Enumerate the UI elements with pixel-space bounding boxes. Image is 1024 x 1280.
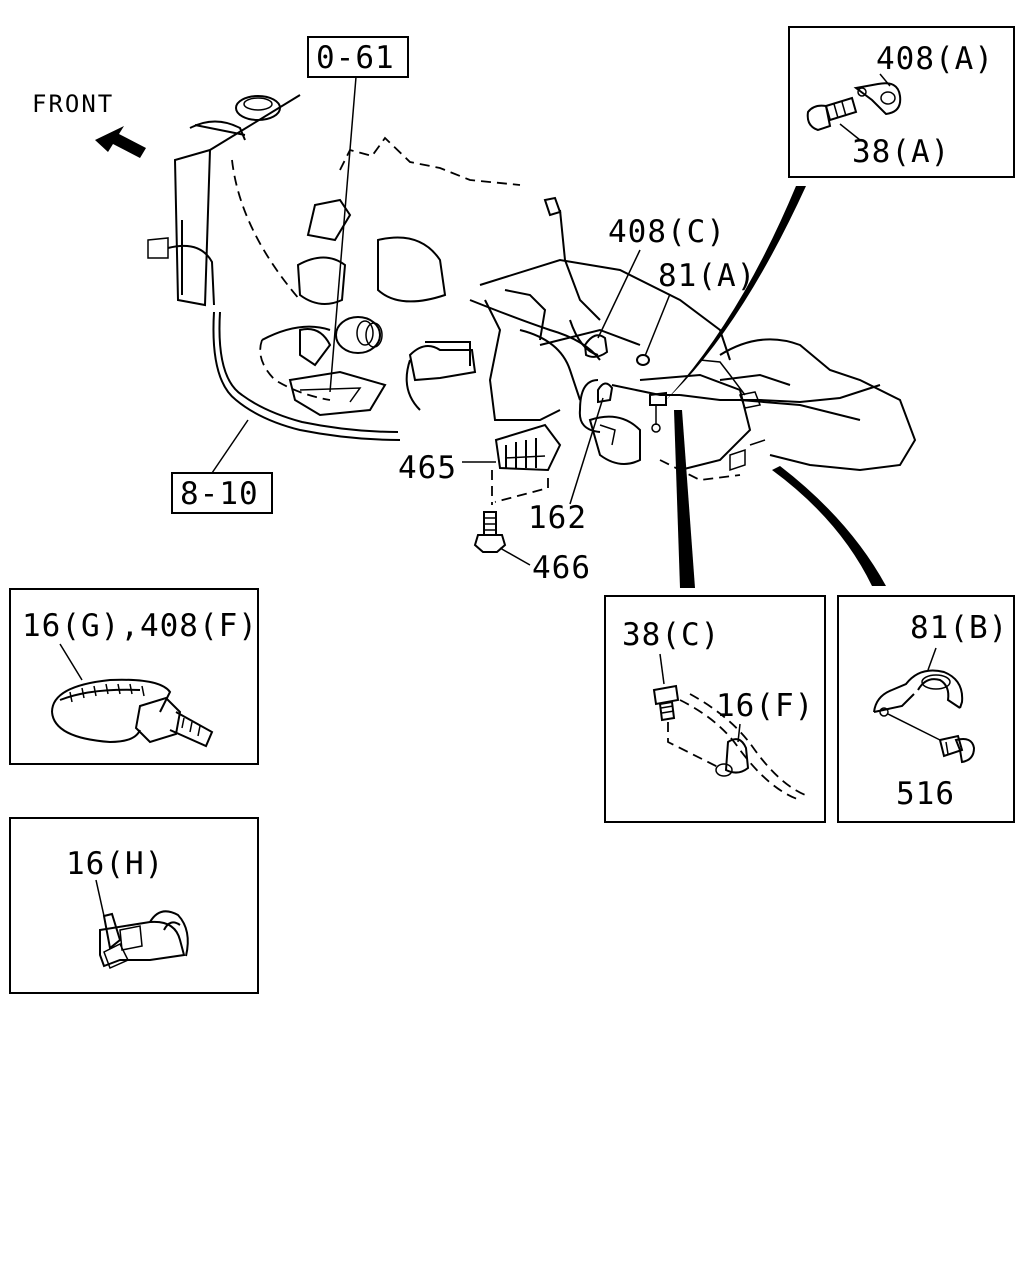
arrow-up-left-icon [95,126,146,158]
label-16f: 16(F) [716,688,814,724]
label-516: 516 [896,776,955,812]
callout-162-text: 162 [528,500,587,536]
callout-465[interactable]: 465 [398,450,457,486]
callout-81a-text: 81(A) [658,258,756,294]
pointer-wedge-bottom-right [772,466,886,586]
reference-8-10-text: 8-10 [180,476,259,512]
reference-box-0-61[interactable]: 0-61 [307,36,409,78]
leader-0-61 [329,76,357,393]
reference-0-61-text: 0-61 [316,40,395,76]
callout-408c[interactable]: 408(C) [608,214,726,250]
callout-466[interactable]: 466 [532,550,591,586]
leader-8-10 [211,419,249,474]
pointer-wedge-top-right [666,186,806,400]
front-indicator: FRONT [32,90,146,158]
callout-466-text: 466 [532,550,591,586]
label-38a: 38(A) [852,134,950,170]
detail-box-81b-516: 81(B) 516 [837,595,1015,823]
label-16h: 16(H) [66,846,164,882]
detail-box-38c-16f: 38(C) 16(F) [604,595,826,823]
detail-box-16g-408f: 16(G),408(F) [9,588,259,765]
engine-transmission-illustration [147,94,917,553]
callout-465-text: 465 [398,450,457,486]
label-81b: 81(B) [910,610,1008,646]
front-label: FRONT [32,90,114,118]
callout-408c-text: 408(C) [608,214,726,250]
pointer-wedge-bottom-mid [674,410,695,588]
callout-162[interactable]: 162 [528,500,587,536]
detail-box-16h: 16(H) [9,817,259,994]
detail-box-408a-38a: 408(A) 38(A) [788,26,1015,178]
label-38c: 38(C) [622,617,720,653]
leader-408c [597,249,641,339]
reference-box-8-10[interactable]: 8-10 [171,472,273,514]
label-16g-408f: 16(G),408(F) [22,608,258,644]
leader-162 [569,397,604,505]
leader-466 [499,547,531,566]
leader-81a [644,293,671,357]
label-408a: 408(A) [876,41,994,77]
callout-81a[interactable]: 81(A) [658,258,756,294]
